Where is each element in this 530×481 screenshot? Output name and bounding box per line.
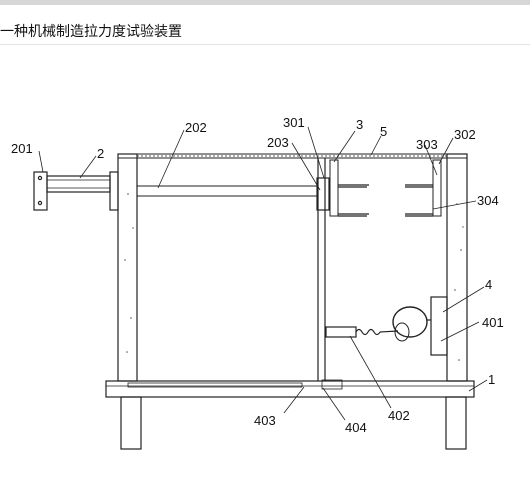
leader-3 (333, 130, 356, 163)
left-post (117, 153, 138, 382)
label-1: 1 (488, 372, 495, 387)
leader-403 (283, 386, 305, 414)
leader-304 (432, 200, 477, 210)
leader-402 (349, 335, 392, 409)
label-203: 203 (267, 135, 289, 150)
slider-block (321, 379, 343, 390)
right-leg (445, 396, 467, 450)
right-post (446, 153, 468, 382)
label-401: 401 (482, 315, 504, 330)
left-leg (120, 396, 142, 450)
cylinder-flange (109, 171, 119, 211)
label-303: 303 (416, 137, 438, 152)
horizontal-rod (136, 185, 319, 197)
cylinder-barrel (46, 175, 111, 193)
label-301: 301 (283, 115, 305, 130)
top-beam (117, 153, 468, 159)
leader-202 (157, 129, 185, 189)
label-302: 302 (454, 127, 476, 142)
top-bar (0, 0, 530, 5)
leader-1 (468, 379, 488, 392)
label-201: 201 (11, 141, 33, 156)
leader-203 (291, 142, 321, 191)
hook-loop (394, 322, 410, 342)
right-clamp-body (432, 159, 442, 217)
label-202: 202 (185, 120, 207, 135)
label-304: 304 (477, 193, 499, 208)
leader-4 (442, 286, 485, 313)
label-2: 2 (97, 146, 104, 161)
meter-block (430, 296, 448, 356)
bolt-hole-top (37, 175, 43, 181)
page-title: 一种机械制造拉力度试验装置 (0, 24, 182, 40)
post-speckles (124, 193, 464, 361)
leader-401 (440, 321, 480, 342)
bolt-hole-bottom (37, 200, 43, 206)
leader-301 (307, 126, 325, 179)
spring-housing (325, 326, 357, 338)
leader-5 (370, 135, 382, 156)
leader-2 (79, 155, 97, 179)
spring-coil (355, 328, 381, 336)
left-clamp-body (329, 159, 339, 217)
label-404: 404 (345, 420, 367, 435)
label-403: 403 (254, 413, 276, 428)
base-plate (105, 380, 475, 398)
leader-404 (322, 387, 346, 421)
slide-rail (127, 382, 303, 388)
leader-201 (38, 150, 44, 173)
label-4: 4 (485, 277, 492, 292)
left-clamp-block (316, 177, 330, 211)
leader-303 (424, 144, 438, 176)
title-divider (0, 44, 530, 45)
leader-lines (38, 126, 488, 421)
leader-302 (438, 137, 454, 165)
ring (392, 306, 428, 338)
label-3: 3 (356, 117, 363, 132)
label-402: 402 (388, 408, 410, 423)
label-5: 5 (380, 124, 387, 139)
